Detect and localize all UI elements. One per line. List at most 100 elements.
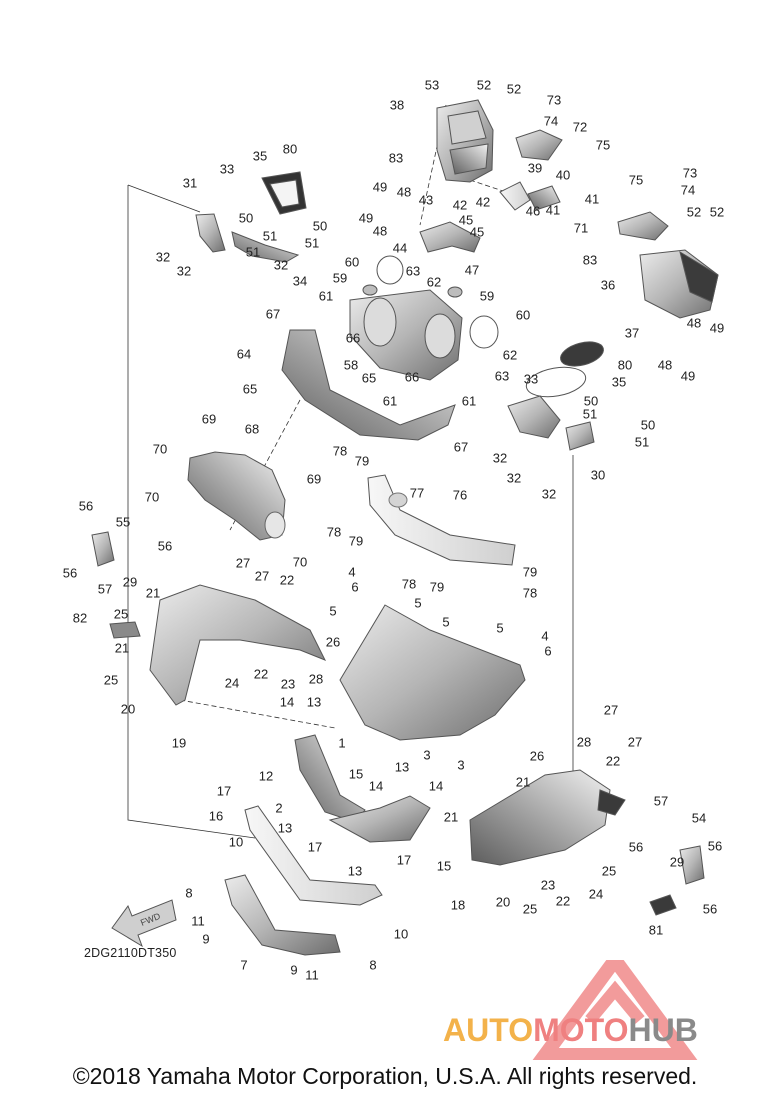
callout-70: 70 [293,554,307,569]
callout-56: 56 [703,901,717,916]
lower-panel-7 [224,874,341,956]
callout-17: 17 [308,839,322,854]
callout-57: 57 [98,581,112,596]
right-cover-71 [617,211,669,241]
callout-32: 32 [274,257,288,272]
callout-64: 64 [237,346,251,361]
callout-3: 3 [423,747,430,762]
callout-65: 65 [362,370,376,385]
callout-50: 50 [313,218,327,233]
callout-33: 33 [220,161,234,176]
callout-81: 81 [649,922,663,937]
callout-27: 27 [255,568,269,583]
callout-78: 78 [523,585,537,600]
lower-trim-12 [294,734,431,843]
callout-34: 34 [293,273,307,288]
small-cover-55 [91,531,115,567]
callout-43: 43 [419,192,433,207]
callout-37: 37 [625,325,639,340]
callout-83: 83 [583,252,597,267]
callout-51: 51 [305,235,319,250]
trim-strip-76 [367,474,516,566]
callout-74: 74 [544,113,558,128]
callout-14: 14 [429,778,443,793]
callout-83: 83 [389,150,403,165]
callout-79: 79 [523,564,537,579]
callout-23: 23 [541,877,555,892]
callout-26: 26 [326,634,340,649]
callout-10: 10 [229,834,243,849]
callout-13: 13 [307,694,321,709]
callout-29: 29 [670,854,684,869]
lower-cover-16 [244,805,383,906]
callout-41: 41 [585,191,599,206]
callout-24: 24 [225,675,239,690]
callout-1: 1 [338,735,345,750]
callout-5: 5 [414,595,421,610]
callout-56: 56 [158,538,172,553]
callout-28: 28 [577,734,591,749]
callout-4: 4 [541,628,548,643]
callout-35: 35 [253,148,267,163]
callout-66: 66 [346,330,360,345]
callout-15: 15 [437,858,451,873]
callout-19: 19 [172,735,186,750]
callout-27: 27 [628,734,642,749]
callout-65: 65 [243,381,257,396]
callout-59: 59 [333,270,347,285]
callout-9: 9 [202,931,209,946]
callout-56: 56 [629,839,643,854]
bracket-39 [499,181,561,211]
callout-14: 14 [280,694,294,709]
callout-61: 61 [383,393,397,408]
callout-52: 52 [687,204,701,219]
automotohub-watermark-logo [532,960,698,1060]
right-bracket-36 [639,249,719,319]
side-panel-68 [187,451,286,541]
callout-55: 55 [116,514,130,529]
callout-27: 27 [604,702,618,717]
callout-3: 3 [457,757,464,772]
callout-52: 52 [710,204,724,219]
callout-29: 29 [123,574,137,589]
meter-housing-58 [349,255,499,381]
callout-78: 78 [402,576,416,591]
callout-71: 71 [574,220,588,235]
callout-4: 4 [348,564,355,579]
callout-79: 79 [349,533,363,548]
callout-25: 25 [602,863,616,878]
watermark-part-hub: HUB [628,1012,698,1048]
callout-76: 76 [453,487,467,502]
callout-42: 42 [476,194,490,209]
callout-45: 45 [459,212,473,227]
callout-57: 57 [654,793,668,808]
callout-21: 21 [516,774,530,789]
callout-6: 6 [351,579,358,594]
callout-56: 56 [708,838,722,853]
callout-62: 62 [427,274,441,289]
callout-72: 72 [573,119,587,134]
bracket-44 [419,221,481,253]
callout-12: 12 [259,768,273,783]
callout-82: 82 [73,610,87,625]
callout-13: 13 [395,759,409,774]
callout-52: 52 [507,81,521,96]
callout-80: 80 [283,141,297,156]
callout-61: 61 [319,288,333,303]
callout-22: 22 [254,666,268,681]
callout-32: 32 [493,450,507,465]
callout-48: 48 [658,357,672,372]
callout-25: 25 [104,672,118,687]
callout-70: 70 [145,489,159,504]
callout-20: 20 [496,894,510,909]
callout-7: 7 [240,957,247,972]
callout-9: 9 [290,962,297,977]
callout-60: 60 [345,254,359,269]
forward-arrow-icon: FWD [111,899,177,948]
callout-21: 21 [115,640,129,655]
callout-73: 73 [547,92,561,107]
callout-44: 44 [393,240,407,255]
